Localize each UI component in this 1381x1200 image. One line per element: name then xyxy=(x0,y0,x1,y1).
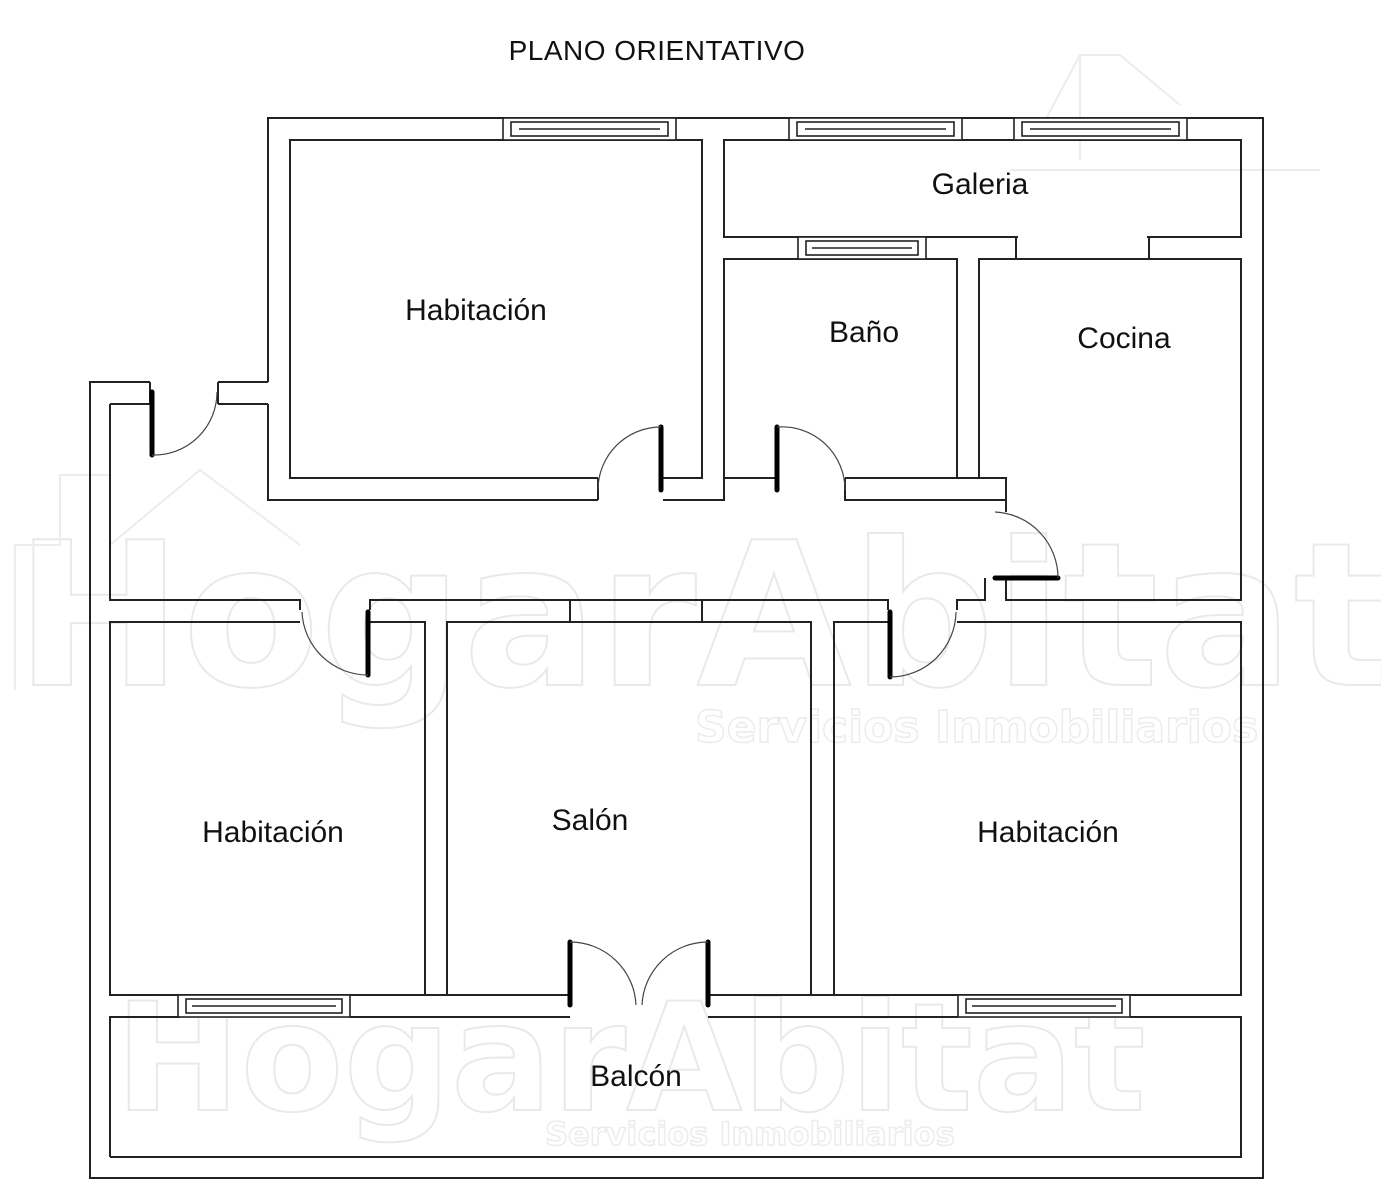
room-galeria: Galeria xyxy=(723,139,1242,238)
window-bottom-left xyxy=(177,994,351,1018)
door-bano xyxy=(774,424,846,493)
room-balcon: Balcón xyxy=(350,1016,958,1093)
label-balcon: Balcón xyxy=(590,1060,682,1093)
label-salon: Salón xyxy=(552,804,629,837)
room-habitacion-top: Habitación xyxy=(289,139,725,501)
door-habitacion-left xyxy=(301,609,371,678)
label-habitacion-right: Habitación xyxy=(977,816,1119,849)
watermark-tagline-small: Servicios Inmobiliarios xyxy=(545,1115,955,1153)
room-salon: Salón xyxy=(425,621,834,996)
door-entrance xyxy=(149,389,218,458)
door-cocina xyxy=(992,511,1061,581)
window-top-3 xyxy=(1013,117,1188,141)
watermark-tagline-large: Servicios Inmobiliarios xyxy=(695,702,1258,753)
watermark-brand-large: HogarAbitat xyxy=(15,500,1381,733)
outer-walls xyxy=(89,117,1264,1179)
window-bano xyxy=(797,236,927,260)
room-habitacion-left: Habitación xyxy=(109,621,426,996)
watermark: HogarAbitat Servicios Inmobiliarios Hoga… xyxy=(14,54,1381,1154)
doors xyxy=(149,389,1061,1008)
label-habitacion-left: Habitación xyxy=(202,816,344,849)
window-top-1 xyxy=(502,117,677,141)
house-logo-icon xyxy=(14,54,1320,690)
label-galeria: Galeria xyxy=(932,168,1029,201)
window-top-2 xyxy=(788,117,963,141)
door-balcon-right xyxy=(641,939,711,1008)
door-habitacion-top xyxy=(597,424,664,493)
windows xyxy=(177,117,1188,1018)
label-bano: Baño xyxy=(829,316,899,349)
room-cocina: Cocina xyxy=(978,236,1242,601)
label-habitacion-top: Habitación xyxy=(405,294,547,327)
plan-title: PLANO ORIENTATIVO xyxy=(509,35,806,66)
door-habitacion-right xyxy=(887,609,957,680)
hall-walls xyxy=(109,382,598,610)
room-bano: Baño xyxy=(723,258,1007,512)
window-bottom-right xyxy=(957,994,1131,1018)
label-cocina: Cocina xyxy=(1077,322,1171,355)
door-balcon-left xyxy=(567,939,637,1008)
